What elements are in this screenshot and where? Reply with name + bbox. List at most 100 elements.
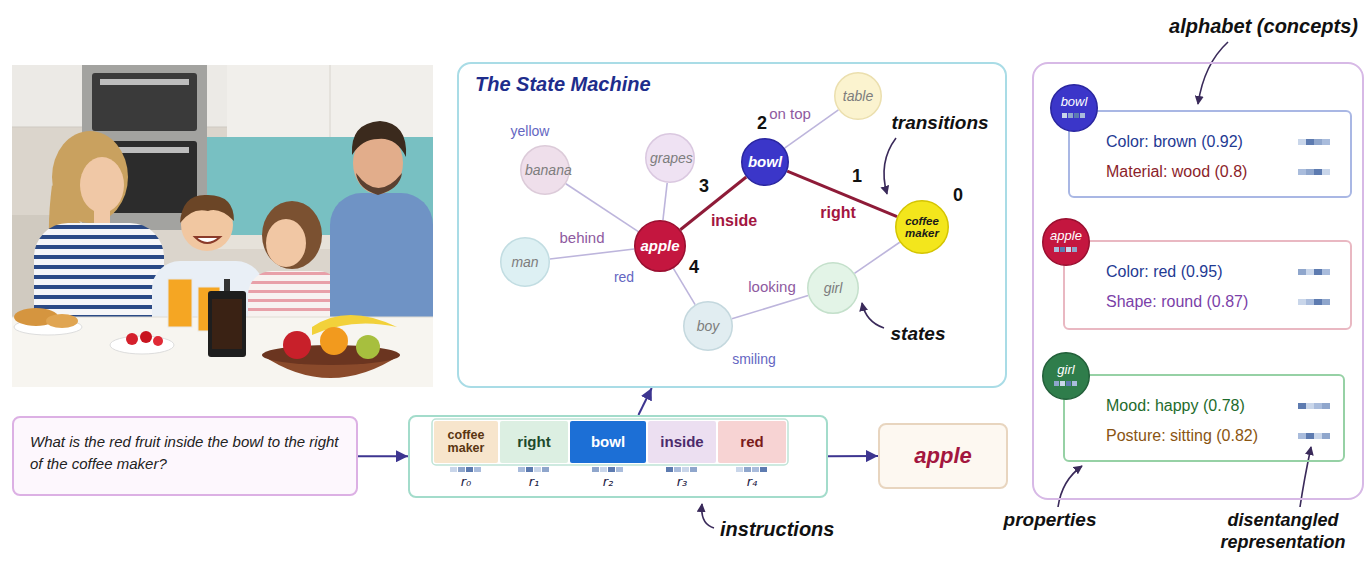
annotation-layer-part (534, 467, 541, 472)
vector-icons-part (1060, 247, 1065, 252)
annotation-layer-part (1306, 433, 1314, 439)
family-photo-part (266, 219, 306, 267)
concept-circle: apple (1042, 218, 1090, 266)
annotation-layer-part (1322, 269, 1330, 275)
annotation-layer-part (1306, 403, 1314, 409)
edge-label: looking (746, 278, 798, 296)
annotation-layer-part (760, 467, 767, 472)
answer-box: apple (878, 423, 1008, 489)
family-photo-part (330, 65, 331, 137)
annotation-layer-part (682, 467, 689, 472)
edge-label: behind (557, 229, 606, 247)
state-circle: man (500, 237, 550, 287)
state-circle-text: table (843, 89, 873, 104)
instruction-token-text: bowl (591, 434, 625, 450)
annotation-layer-part (1322, 299, 1330, 305)
annotation-layer-part (432, 419, 788, 465)
family-photo-part (195, 237, 220, 243)
state-circle: apple (634, 220, 686, 272)
annotation-layer-part (1298, 269, 1306, 275)
state-machine-panel-text: The State Machine (475, 72, 1005, 96)
transition-line (550, 249, 634, 259)
annotation-layer-part (1322, 433, 1330, 439)
concept-card-text: Posture: sitting (0.82) (1106, 426, 1333, 445)
circle-shape (1043, 353, 1090, 400)
annotation-layer-part (1314, 403, 1322, 409)
annotation-layer-part (1322, 169, 1330, 175)
vector-icons-part (1066, 381, 1071, 386)
family-photo-part (224, 279, 230, 293)
family-photo-part (227, 65, 433, 137)
instruction-token-text: inside (660, 434, 703, 450)
annotation-layer-part (884, 138, 896, 194)
circle-shape (521, 146, 570, 195)
family-photo-part (262, 201, 322, 269)
circle-shape (1051, 85, 1098, 132)
annotation-layer-part (1314, 433, 1322, 439)
state-circle-text: coffee maker (900, 215, 943, 239)
attribute-label: red (614, 269, 634, 286)
family-photo-part (356, 335, 380, 359)
concept-card: Mood: happy (0.78)Posture: sitting (0.82… (1063, 374, 1345, 462)
attribute-label: yellow (511, 123, 550, 140)
annotation-layer-part (542, 467, 549, 472)
instruction-token: bowl (570, 421, 646, 463)
concept-circle-text: apple (1050, 229, 1082, 243)
concept-card-text: Color: red (0.95) (1106, 262, 1340, 281)
instruction-token: right (500, 421, 568, 463)
annotation-layer-part (1298, 433, 1306, 439)
step-number: 3 (699, 176, 709, 198)
edge-label: inside (709, 211, 759, 230)
instruction-token-text: right (517, 434, 550, 450)
instruction-index: r₄ (747, 474, 758, 490)
family-photo (12, 65, 433, 387)
concept-card-text: Shape: round (0.87) (1106, 292, 1340, 311)
family-photo-part (92, 73, 197, 131)
step-number: 4 (689, 257, 699, 279)
attribute-label: smiling (732, 351, 776, 368)
step-number: 2 (757, 113, 767, 135)
state-circle: coffee maker (895, 200, 949, 254)
annotation-layer-part (450, 467, 767, 472)
annotation: states (891, 323, 946, 346)
annotation-layer-part (1314, 269, 1322, 275)
annotation-layer-part (1306, 299, 1314, 305)
annotation-layer-part (526, 467, 533, 472)
annotation-layer-part (1298, 169, 1306, 175)
annotation-layer-part (674, 467, 681, 472)
state-circle-text: boy (697, 319, 720, 334)
vector-icons-part (1072, 381, 1077, 386)
concept-circle: bowl (1050, 84, 1098, 132)
annotation-layer-part (862, 303, 884, 328)
instruction-token-text: coffee maker (437, 429, 495, 455)
annotation-layer-part (1298, 403, 1306, 409)
annotation-layer-part (1322, 139, 1330, 145)
annotation-layer-part (466, 467, 473, 472)
state-circle: boy (683, 301, 733, 351)
annotation: disentangled representation (1208, 510, 1358, 553)
question-box-text: What is the red fruit inside the bowl to… (30, 431, 340, 475)
circle-shape (635, 221, 686, 272)
instruction-index: r₂ (603, 474, 614, 490)
concept-panel: alphabet (concepts)bowlColor: brown (0.9… (1032, 62, 1364, 500)
state-circle-text: apple (640, 238, 679, 254)
family-photo-part (320, 327, 348, 355)
question-box: What is the red fruit inside the bowl to… (12, 416, 358, 496)
instruction-index: r₃ (677, 474, 688, 490)
flow-arrow (358, 455, 408, 457)
annotation-layer-part (1300, 447, 1311, 507)
vector-icons-part (1060, 381, 1065, 386)
flow-arrow (638, 388, 651, 415)
vector-icons-part (1072, 247, 1077, 252)
family-photo-part (352, 121, 406, 157)
family-photo-part (140, 331, 152, 343)
annotation-layer-part (1306, 139, 1314, 145)
annotation-layer-part (1298, 139, 1330, 439)
state-circle: grapes (645, 133, 695, 183)
annotation-layer-part (592, 467, 599, 472)
state-circle-text: banana (525, 163, 565, 178)
edge-label: on top (767, 105, 813, 123)
state-circle: bowl (741, 138, 789, 186)
annotation-layer-part (1298, 299, 1306, 305)
